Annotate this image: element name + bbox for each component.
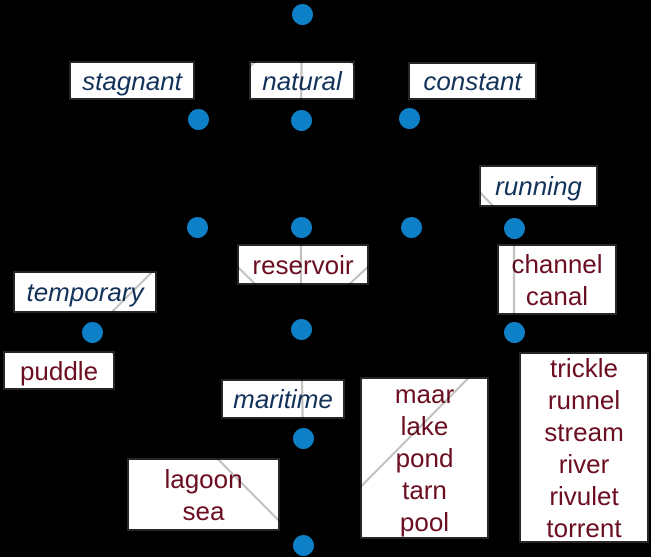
node-puddle xyxy=(81,321,103,343)
edge-stagnant-stag-nat xyxy=(195,118,200,228)
edge-natural-nat-const xyxy=(300,119,412,228)
node-top xyxy=(291,3,313,25)
edge-constant-reservoir xyxy=(300,117,410,228)
channel-canal-label-text: canal xyxy=(525,280,589,311)
node-stagnant xyxy=(187,108,209,130)
node-running xyxy=(503,217,525,239)
edge-natural-stag-nat xyxy=(196,119,302,228)
channel-canal-label-text: channel xyxy=(511,248,603,279)
trickle-group-label-text: runnel xyxy=(547,384,621,415)
node-bottom xyxy=(292,534,314,556)
trickle-group-label-text: trickle xyxy=(550,352,618,383)
running-label-text: running xyxy=(495,171,582,201)
node-maritime xyxy=(292,427,314,449)
maritime-label: maritime xyxy=(221,379,345,419)
node-nat-const xyxy=(400,216,422,238)
lagoon-sea-label-text: lagoon xyxy=(164,463,243,494)
reservoir-label: reservoir xyxy=(237,244,369,285)
edge-constant-nat-const xyxy=(407,117,413,228)
constant-label: constant xyxy=(408,62,537,100)
maar-group-label-text: pool xyxy=(399,507,450,537)
temporary-label: temporary xyxy=(13,271,157,313)
trickle-group-label-text: torrent xyxy=(546,512,622,543)
constant-label-text: constant xyxy=(423,66,522,96)
node-maar-group xyxy=(290,318,312,340)
node-constant xyxy=(398,107,420,129)
stagnant-label-text: stagnant xyxy=(82,65,182,96)
node-trickle-group xyxy=(503,321,525,343)
natural-label-text: natural xyxy=(262,65,342,96)
maar-group-label-text: pond xyxy=(395,443,454,473)
stagnant-label: stagnant xyxy=(69,61,195,100)
maritime-label-text: maritime xyxy=(233,384,333,414)
maar-group-label-text: lake xyxy=(400,411,449,441)
maar-group-label-text: tarn xyxy=(402,475,447,505)
node-stag-nat xyxy=(186,216,208,238)
node-reservoir xyxy=(290,216,312,238)
trickle-group-label-text: river xyxy=(558,448,610,479)
temporary-label-text: temporary xyxy=(26,277,144,307)
puddle-label-text: puddle xyxy=(19,355,99,386)
natural-label: natural xyxy=(249,61,355,100)
trickle-group-label-text: rivulet xyxy=(549,480,619,511)
reservoir-label-text: reservoir xyxy=(252,249,354,280)
puddle-label: puddle xyxy=(3,351,115,390)
node-natural xyxy=(290,109,312,131)
edge-stagnant-reservoir xyxy=(197,118,302,228)
trickle-group-label-text: stream xyxy=(544,416,624,447)
lagoon-sea-label-text: sea xyxy=(182,495,225,526)
maar-group-label-text: maar xyxy=(394,379,455,409)
running-label: running xyxy=(479,165,598,207)
